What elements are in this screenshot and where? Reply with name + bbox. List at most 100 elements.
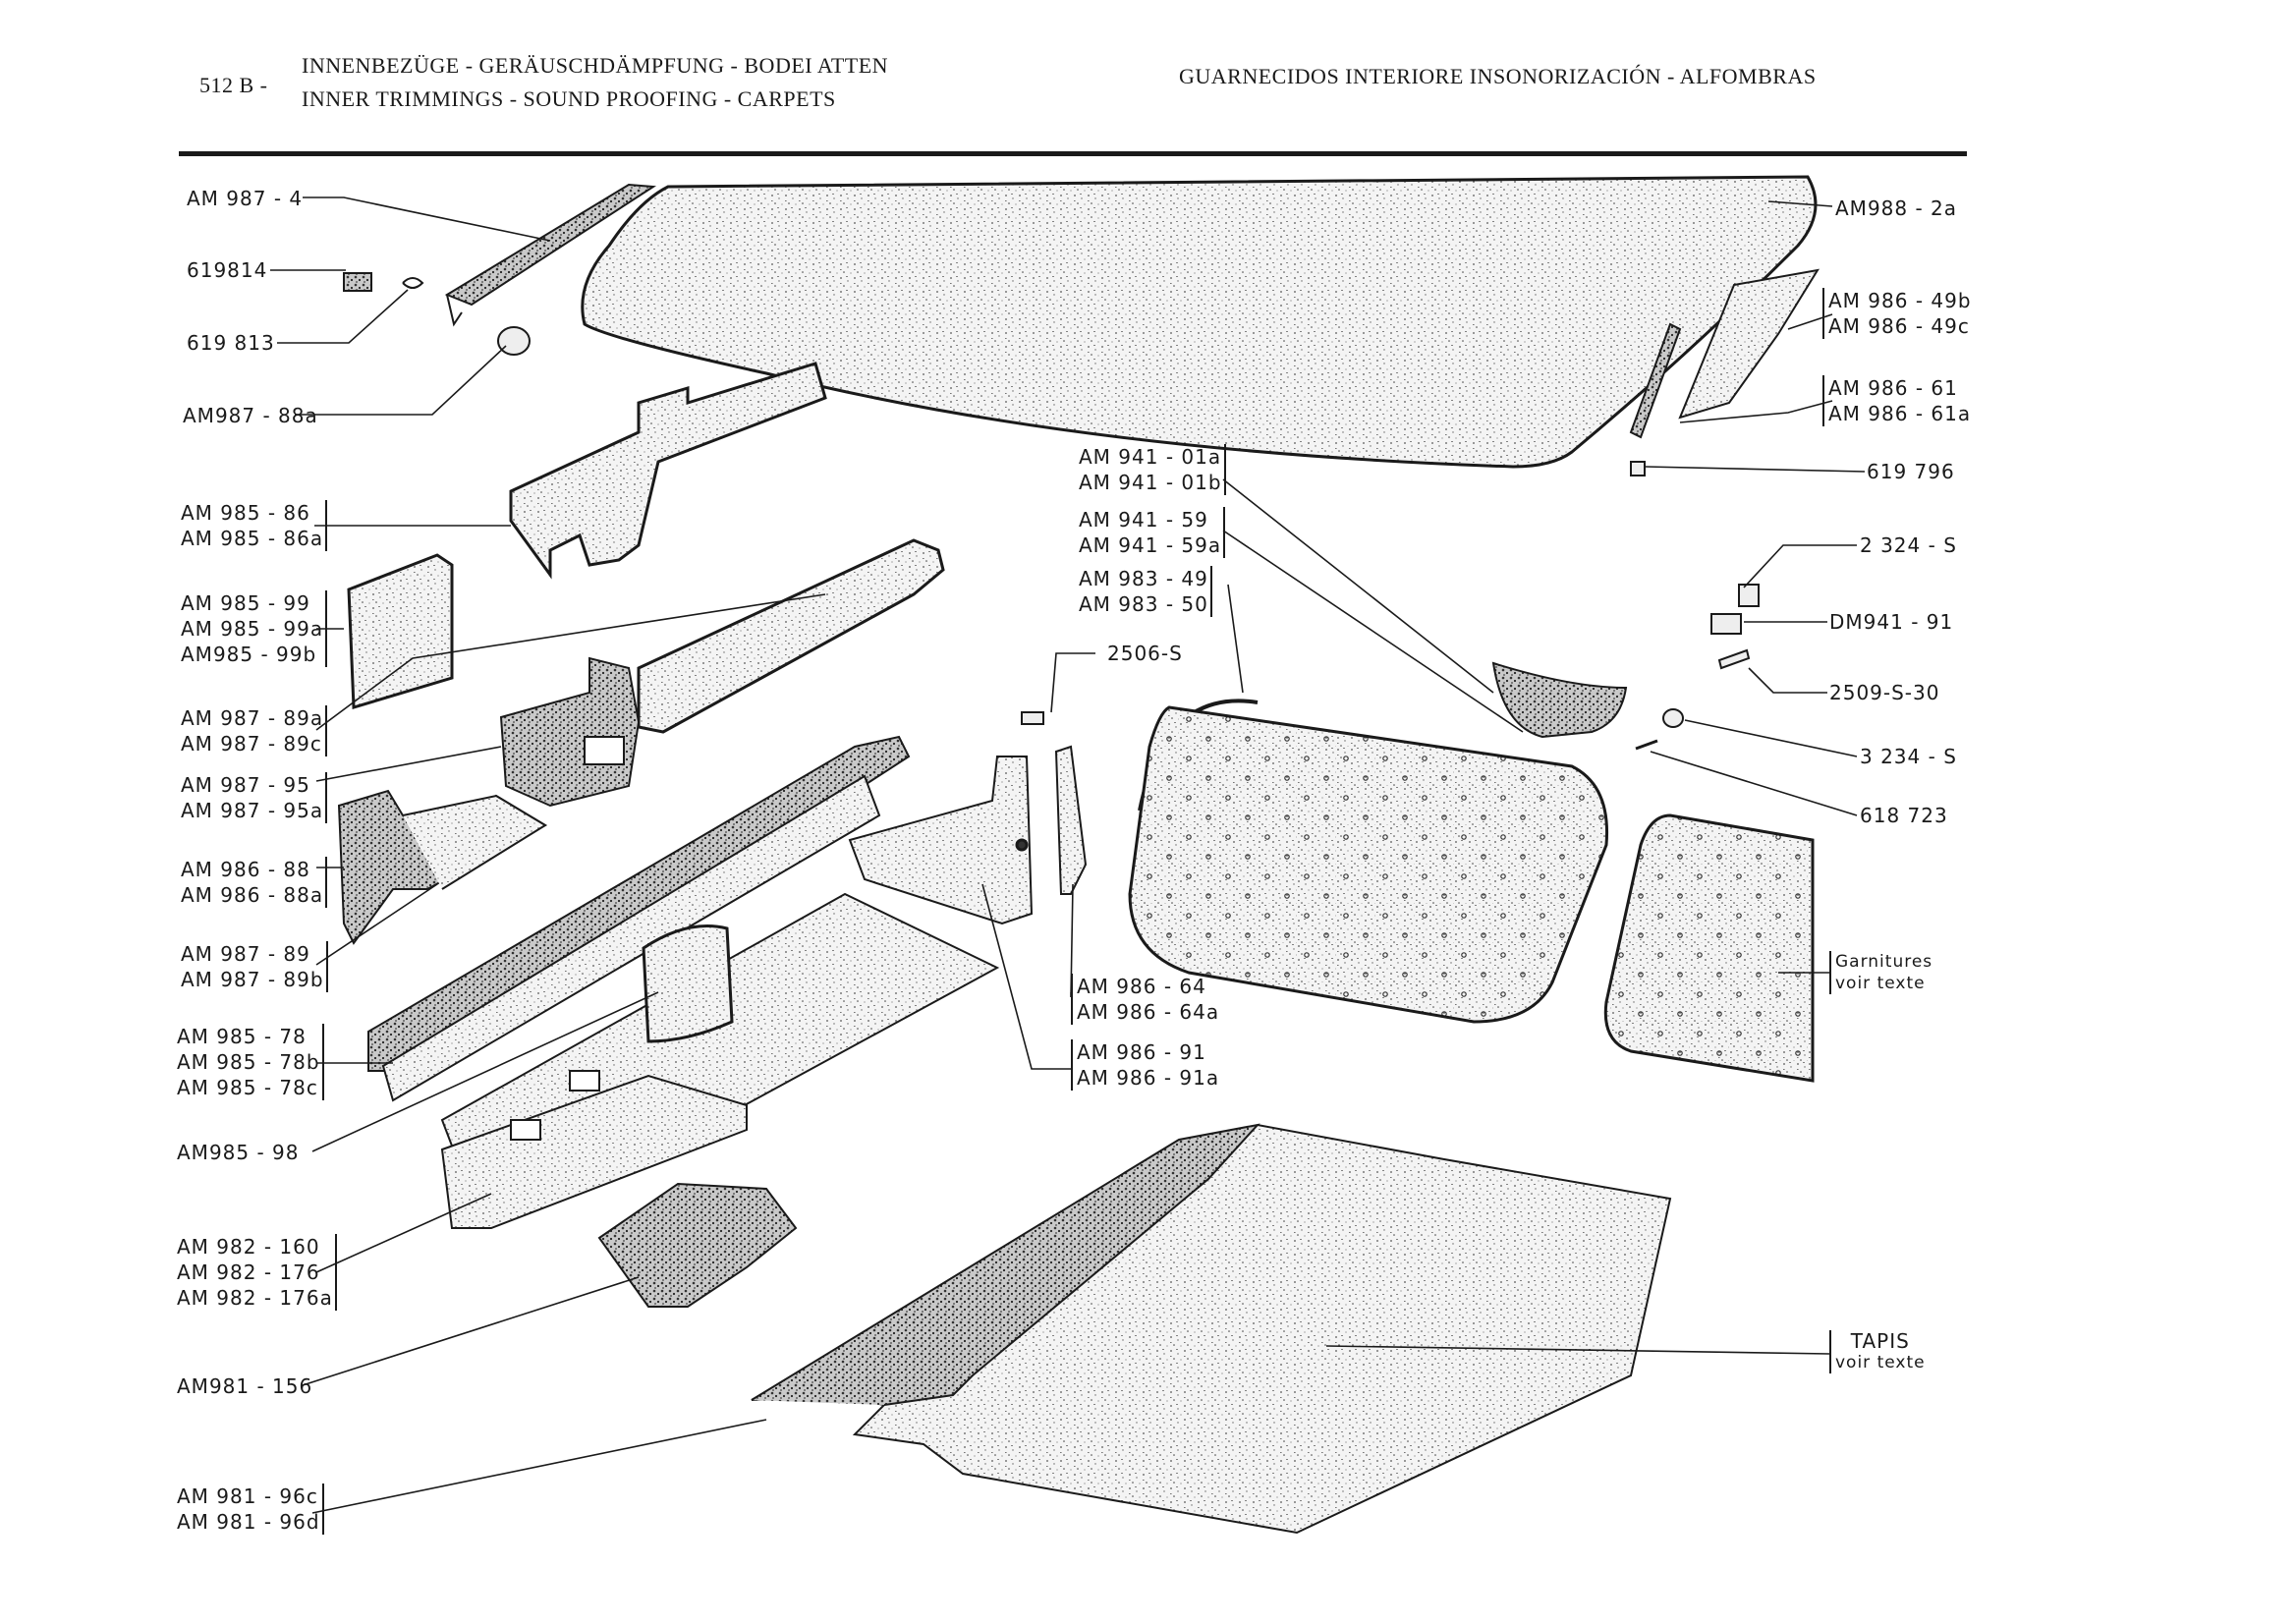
label-line: AM 987 - 89a bbox=[181, 706, 324, 730]
label-tapis: TAPIS voir texte bbox=[1829, 1330, 1926, 1373]
label-am985-86: AM 985 - 86 AM 985 - 86a bbox=[181, 500, 328, 551]
label-am987-4: AM 987 - 4 bbox=[187, 187, 304, 210]
label-line: AM 985 - 99a bbox=[181, 617, 324, 641]
strip-986-64 bbox=[1054, 745, 1088, 895]
label-line: AM 941 - 01a bbox=[1079, 445, 1222, 469]
cover-941-59 bbox=[1491, 661, 1628, 739]
label-line: AM 986 - 64a bbox=[1077, 1000, 1220, 1024]
long-strip bbox=[637, 538, 945, 734]
label-line: voir texte bbox=[1835, 974, 1926, 993]
label-line: AM 983 - 50 bbox=[1079, 592, 1208, 616]
label-line: AM 985 - 78c bbox=[177, 1076, 318, 1099]
label-am986-88: AM 986 - 88 AM 986 - 88a bbox=[181, 857, 328, 908]
label-line: AM 987 - 95a bbox=[181, 799, 324, 822]
label-am986-91: AM 986 - 91 AM 986 - 91a bbox=[1071, 1039, 1219, 1091]
label-line: AM 941 - 59 bbox=[1079, 508, 1208, 532]
label-am981-156: AM981 - 156 bbox=[177, 1374, 313, 1398]
label-line: AM 986 - 91a bbox=[1077, 1066, 1220, 1090]
trim-strip bbox=[444, 183, 657, 307]
plug bbox=[497, 326, 531, 356]
label-am982: AM 982 - 160 AM 982 - 176 AM 982 - 176a bbox=[177, 1234, 337, 1311]
label-line: AM 982 - 176 bbox=[177, 1260, 320, 1284]
label-line: AM 941 - 01b bbox=[1079, 471, 1222, 494]
label-618723: 618 723 bbox=[1860, 804, 1948, 827]
label-am985-99: AM 985 - 99 AM 985 - 99a AM985 - 99b bbox=[181, 590, 328, 667]
label-line: AM 985 - 86a bbox=[181, 527, 324, 550]
label-line: AM 981 - 96d bbox=[177, 1510, 320, 1534]
tunnel-cover bbox=[642, 924, 734, 1043]
label-line: AM 986 - 64 bbox=[1077, 975, 1206, 998]
label-am941-59: AM 941 - 59 AM 941 - 59a bbox=[1079, 507, 1226, 558]
bracket-987-89 bbox=[499, 656, 641, 808]
screw-618723 bbox=[1635, 739, 1658, 751]
label-am988-2a: AM988 - 2a bbox=[1835, 196, 1958, 220]
label-am987-89a: AM 987 - 89a AM 987 - 89c bbox=[181, 705, 328, 756]
label-line: AM 987 - 89c bbox=[181, 732, 322, 756]
label-line: AM 941 - 59a bbox=[1079, 533, 1222, 557]
label-line: AM 987 - 95 bbox=[181, 773, 310, 797]
label-619813: 619 813 bbox=[187, 331, 275, 355]
rear-shelf-panel bbox=[581, 175, 1818, 469]
label-dm941-91: DM941 - 91 bbox=[1829, 610, 1954, 634]
garnitures-panel bbox=[1603, 813, 1815, 1083]
label-line: AM 985 - 86 bbox=[181, 501, 310, 525]
label-line: Garnitures bbox=[1835, 952, 1933, 972]
header-rule bbox=[179, 151, 1967, 156]
label-line: AM 985 - 99 bbox=[181, 591, 310, 615]
label-line: AM 981 - 96c bbox=[177, 1484, 318, 1508]
label-am981-96: AM 981 - 96c AM 981 - 96d bbox=[177, 1484, 324, 1535]
label-line: TAPIS bbox=[1850, 1329, 1910, 1353]
label-am987-95: AM 987 - 95 AM 987 - 95a bbox=[181, 772, 328, 823]
label-line: AM 982 - 176a bbox=[177, 1286, 333, 1310]
sill-987-89 bbox=[367, 735, 911, 1072]
label-line: AM 986 - 88a bbox=[181, 883, 324, 907]
label-line: AM 986 - 49c bbox=[1828, 314, 1970, 338]
label-line: AM 985 - 78b bbox=[177, 1050, 320, 1074]
panel-985-99 bbox=[347, 553, 454, 709]
label-2509-s-30: 2509-S-30 bbox=[1829, 681, 1940, 704]
label-line: AM985 - 99b bbox=[181, 643, 317, 666]
screw-2509 bbox=[1717, 648, 1751, 670]
perforated-panel bbox=[1128, 705, 1609, 1024]
label-am987-89: AM 987 - 89 AM 987 - 89b bbox=[181, 941, 328, 992]
label-line: voir texte bbox=[1835, 1353, 1926, 1372]
title-english: INNER TRIMMINGS - SOUND PROOFING - CARPE… bbox=[302, 86, 836, 111]
bracket-986-91 bbox=[848, 756, 1034, 925]
label-line: AM 983 - 49 bbox=[1079, 567, 1208, 590]
title-spanish: GUARNECIDOS INTERIORE INSONORIZACIÓN - A… bbox=[1179, 64, 1817, 88]
panel-982 bbox=[440, 1074, 748, 1229]
label-garnitures: Garnitures voir texte bbox=[1829, 951, 1932, 994]
title-german: INNENBEZÜGE - GERÄUSCHDÄMPFUNG - BODEI A… bbox=[302, 53, 889, 78]
page-code: 512 B - bbox=[199, 73, 268, 97]
label-line: AM 982 - 160 bbox=[177, 1235, 320, 1259]
heel-pad bbox=[597, 1182, 798, 1308]
label-line: AM 987 - 89 bbox=[181, 942, 310, 966]
label-2506-s: 2506-S bbox=[1107, 642, 1183, 665]
label-line: AM 986 - 49b bbox=[1828, 289, 1972, 312]
pillar-986-49 bbox=[1678, 268, 1820, 420]
label-am987-88a: AM987 - 88a bbox=[183, 404, 318, 427]
label-line: AM 986 - 61a bbox=[1828, 402, 1972, 425]
label-am983: AM 983 - 49 AM 983 - 50 bbox=[1079, 566, 1212, 617]
label-am986-64: AM 986 - 64 AM 986 - 64a bbox=[1071, 974, 1219, 1025]
panel-985-86 bbox=[509, 362, 827, 580]
label-am986-61: AM 986 - 61 AM 986 - 61a bbox=[1822, 375, 1971, 426]
label-line: AM 987 - 89b bbox=[181, 968, 324, 991]
label-619796: 619 796 bbox=[1867, 460, 1955, 483]
fastener-2324 bbox=[1738, 584, 1760, 607]
label-am985-78: AM 985 - 78 AM 985 - 78b AM 985 - 78c bbox=[177, 1024, 324, 1100]
label-am985-98: AM985 - 98 bbox=[177, 1141, 300, 1164]
label-line: AM 986 - 61 bbox=[1828, 376, 1958, 400]
fastener-dm941 bbox=[1710, 613, 1742, 635]
label-619814: 619814 bbox=[187, 258, 268, 282]
washer-3234 bbox=[1662, 708, 1684, 728]
clip-619814 bbox=[343, 272, 372, 292]
label-am941-01: AM 941 - 01a AM 941 - 01b bbox=[1079, 444, 1226, 495]
label-am986-49: AM 986 - 49b AM 986 - 49c bbox=[1822, 288, 1972, 339]
label-3234-s: 3 234 - S bbox=[1860, 745, 1957, 768]
label-2324-s: 2 324 - S bbox=[1860, 533, 1957, 557]
label-line: AM 985 - 78 bbox=[177, 1025, 307, 1048]
label-line: AM 986 - 88 bbox=[181, 858, 310, 881]
label-line: AM 986 - 91 bbox=[1077, 1040, 1206, 1064]
